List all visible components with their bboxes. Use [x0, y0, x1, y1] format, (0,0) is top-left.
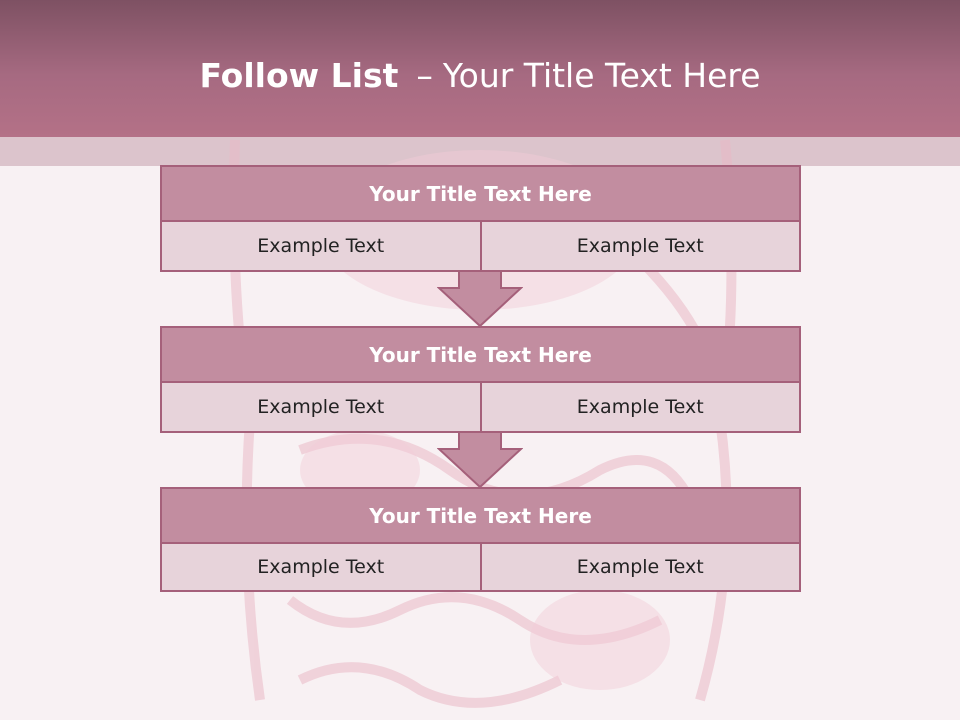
down-arrow-icon: [437, 431, 523, 489]
block-row: Example Text Example Text: [160, 544, 801, 592]
down-arrow-icon: [437, 270, 523, 328]
block-cell-right: Example Text: [481, 383, 801, 433]
block-cell-left: Example Text: [160, 544, 482, 592]
block-row: Example Text Example Text: [160, 383, 801, 433]
block-title: Your Title Text Here: [160, 165, 801, 222]
title-bar: [0, 0, 960, 137]
title-separator: –: [416, 56, 433, 95]
title-bold-part: Follow List: [199, 56, 399, 95]
block-cell-right: Example Text: [481, 222, 801, 272]
block-cell-left: Example Text: [160, 383, 482, 433]
block-title: Your Title Text Here: [160, 487, 801, 544]
block-cell-right: Example Text: [481, 544, 801, 592]
block-cell-left: Example Text: [160, 222, 482, 272]
block-row: Example Text Example Text: [160, 222, 801, 272]
block-title: Your Title Text Here: [160, 326, 801, 383]
slide-title: Follow List–Your Title Text Here: [0, 56, 960, 96]
title-bar-strip: [0, 137, 960, 166]
title-rest-part: Your Title Text Here: [442, 56, 761, 95]
